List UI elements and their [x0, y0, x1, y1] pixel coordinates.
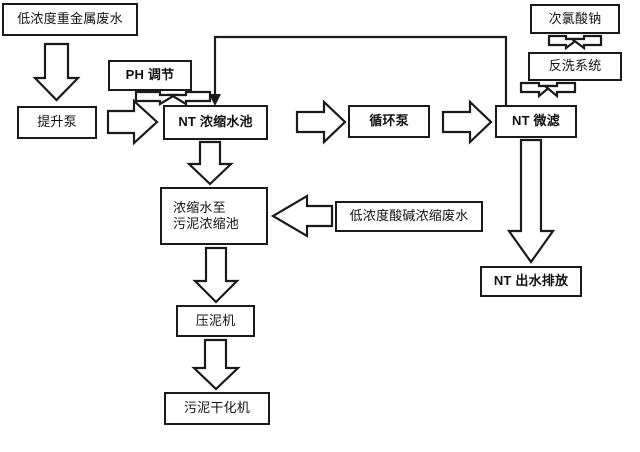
- node-feed-label: 低浓度重金属废水: [17, 11, 123, 27]
- connector-nt-tank-to-circ: [295, 99, 347, 145]
- connector-mf-to-effluent: [506, 138, 556, 264]
- node-nt-microfiltration-label: NT 微滤: [512, 113, 560, 129]
- node-sludge-dryer-label: 污泥干化机: [183, 400, 250, 416]
- connector-tank-to-conc: [186, 140, 234, 186]
- node-ph-adjust-label: PH 调节: [125, 67, 175, 83]
- node-circulation-pump-label: 循环泵: [369, 113, 409, 129]
- node-nt-concentrate-tank[interactable]: NT 浓缩水池: [163, 105, 268, 140]
- node-sodium-hypochlorite-label: 次氯酸钠: [548, 10, 602, 26]
- node-nt-microfiltration[interactable]: NT 微滤: [495, 105, 577, 138]
- node-concentrate-to-sludge-pool-label: 浓缩水至 污泥浓缩池: [173, 199, 240, 231]
- connector-backwash-to-mf: [519, 81, 577, 99]
- node-sludge-press[interactable]: 压泥机: [176, 305, 255, 337]
- node-sodium-hypochlorite[interactable]: 次氯酸钠: [530, 4, 620, 34]
- node-nt-concentrate-tank-label: NT 浓缩水池: [178, 114, 253, 130]
- node-lift-pump[interactable]: 提升泵: [17, 106, 97, 139]
- node-concentrate-to-sludge-pool[interactable]: 浓缩水至 污泥浓缩池: [160, 187, 268, 245]
- connector-ph-to-nt-tank: [134, 90, 212, 106]
- node-acid-alkali-wastewater-label: 低浓度酸碱浓缩废水: [349, 208, 469, 224]
- node-backwash-system-label: 反洗系统: [548, 58, 602, 74]
- connector-mf-recycle-to-tank: [209, 35, 508, 106]
- connector-press-to-dryer: [191, 338, 241, 391]
- connector-lift-to-nt-tank: [106, 98, 159, 146]
- connector-feed-to-lift: [32, 42, 81, 102]
- node-sludge-dryer[interactable]: 污泥干化机: [164, 392, 270, 425]
- node-sludge-press-label: 压泥机: [195, 312, 236, 328]
- connector-circ-to-mf: [441, 99, 493, 145]
- connector-conc-to-press: [192, 246, 240, 304]
- node-acid-alkali-wastewater[interactable]: 低浓度酸碱浓缩废水: [335, 201, 483, 232]
- node-ph-adjust[interactable]: PH 调节: [108, 60, 192, 91]
- connector-acid-to-conc: [270, 194, 334, 238]
- node-nt-effluent-discharge-label: NT 出水排放: [493, 273, 569, 289]
- node-backwash-system[interactable]: 反洗系统: [528, 52, 622, 81]
- connector-naclo-to-backwash: [547, 34, 603, 51]
- node-circulation-pump[interactable]: 循环泵: [348, 105, 430, 138]
- node-lift-pump-label: 提升泵: [37, 114, 77, 130]
- node-feed[interactable]: 低浓度重金属废水: [2, 3, 138, 36]
- node-nt-effluent-discharge[interactable]: NT 出水排放: [480, 266, 582, 297]
